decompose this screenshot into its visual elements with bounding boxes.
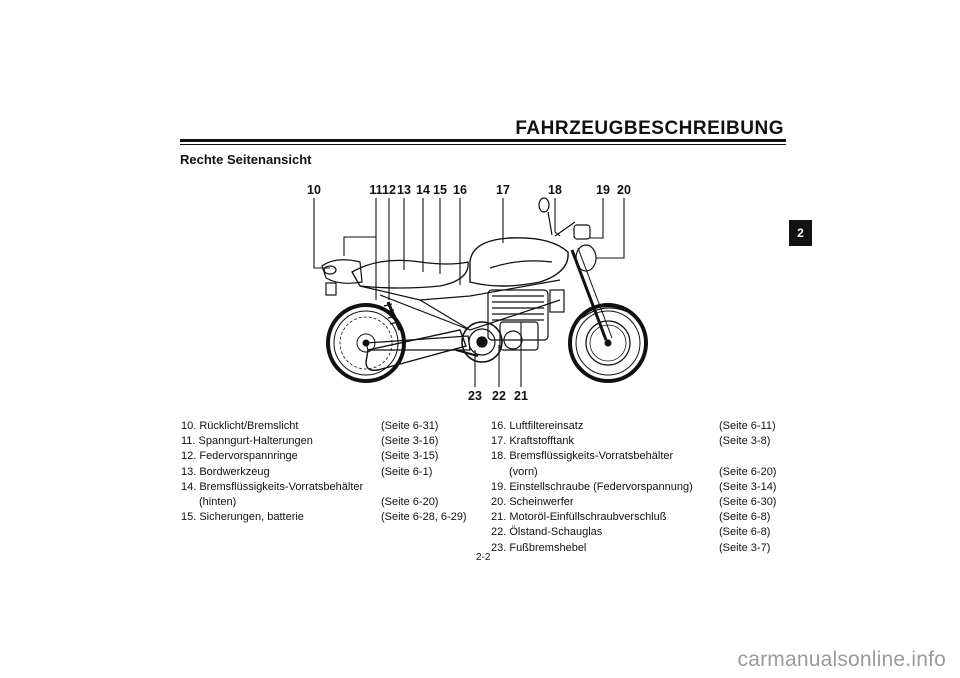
- legend-label: 17. Kraftstofftank: [491, 435, 574, 448]
- legend-item: 18. Bremsflüssigkeits-Vorratsbehälter: [491, 449, 781, 464]
- legend-label: (hinten): [199, 495, 237, 508]
- legend-item: (hinten) (Seite 6-20): [181, 495, 471, 510]
- legend-page-ref: (Seite 6-8): [719, 526, 771, 539]
- callout-12: 12: [382, 183, 396, 197]
- section-title: Rechte Seitenansicht: [180, 152, 312, 167]
- legend-page-ref: (Seite 3-16): [381, 435, 439, 448]
- leader-line-10: [313, 198, 330, 269]
- legend-item: 14. Bremsflüssigkeits-Vorratsbehälter: [181, 480, 471, 495]
- callout-14: 14: [416, 183, 430, 197]
- legend-label: 13. Bordwerkzeug: [181, 465, 270, 478]
- legend-item: 13. Bordwerkzeug (Seite 6-1): [181, 465, 471, 480]
- legend-page-ref: (Seite 6-11): [719, 420, 776, 432]
- leader-line-18: [554, 198, 561, 237]
- legend-left: 10. Rücklicht/Bremslicht (Seite 6-31) 11…: [181, 419, 471, 525]
- motorcycle-illustration: [313, 197, 648, 387]
- legend-page-ref: (Seite 6-30): [719, 495, 777, 508]
- legend-label: 11. Spanngurt-Halterungen: [181, 435, 313, 448]
- header-rule: [180, 139, 786, 142]
- legend-label: 22. Ölstand-Schauglas: [491, 526, 603, 539]
- callout-20: 20: [617, 183, 631, 197]
- legend-page-ref: (Seite 6-8): [719, 511, 771, 524]
- legend-item: (vorn) (Seite 6-20): [491, 465, 781, 480]
- page-header-title: FAHRZEUGBESCHREIBUNG: [515, 118, 784, 139]
- legend-item: 10. Rücklicht/Bremslicht (Seite 6-31): [181, 419, 471, 434]
- legend-page-ref: (Seite 3-7): [719, 541, 771, 554]
- callout-23: 23: [468, 389, 482, 403]
- watermark[interactable]: carmanualsonline.info: [737, 648, 946, 671]
- legend-item: 23. Fußbremshebel (Seite 3-7): [491, 541, 781, 556]
- legend-item: 12. Federvorspannringe (Seite 3-15): [181, 449, 471, 464]
- legend-label: 18. Bremsflüssigkeits-Vorratsbehälter: [491, 450, 674, 463]
- legend-page-ref: (Seite 6-20): [381, 495, 439, 508]
- legend-item: 16. Luftfiltereinsatz (Seite 6-11): [491, 419, 781, 434]
- leader-line-20: [596, 198, 625, 259]
- leader-line-11-bracket: [343, 236, 376, 256]
- legend-page-ref: (Seite 3-14): [719, 480, 777, 493]
- callout-22: 22: [492, 389, 506, 403]
- callout-16: 16: [453, 183, 467, 197]
- legend-page-ref: (Seite 3-15): [381, 450, 439, 463]
- legend-label: (vorn): [509, 465, 538, 478]
- legend-label: 19. Einstellschraube (Federvorspannung): [491, 480, 693, 493]
- legend-item: 15. Sicherungen, batterie (Seite 6-28, 6…: [181, 510, 471, 525]
- front-wheel: [568, 303, 648, 383]
- leader-line-19: [590, 198, 604, 239]
- callout-13: 13: [397, 183, 411, 197]
- callout-11: 11: [369, 183, 383, 197]
- legend-label: 20. Scheinwerfer: [491, 495, 574, 508]
- legend-label: 10. Rücklicht/Bremslicht: [181, 420, 299, 432]
- legend-item: 11. Spanngurt-Halterungen (Seite 3-16): [181, 434, 471, 449]
- callout-19: 19: [596, 183, 610, 197]
- legend-label: 14. Bremsflüssigkeits-Vorratsbehälter: [181, 480, 364, 493]
- legend-label: 21. Motoröl-Einfüllschraubverschluß: [491, 511, 667, 524]
- legend-page-ref: (Seite 6-28, 6-29): [381, 511, 467, 524]
- chapter-tab[interactable]: 2: [789, 220, 812, 246]
- callout-18: 18: [548, 183, 562, 197]
- legend-item: 17. Kraftstofftank (Seite 3-8): [491, 434, 781, 449]
- legend-label: 15. Sicherungen, batterie: [181, 511, 304, 524]
- header-rule-thin: [180, 144, 786, 145]
- page-number: 2-2: [476, 552, 491, 563]
- legend-item: 20. Scheinwerfer (Seite 6-30): [491, 495, 781, 510]
- legend-page-ref: (Seite 3-8): [719, 435, 771, 448]
- legend-item: 21. Motoröl-Einfüllschraubverschluß (Sei…: [491, 510, 781, 525]
- legend-page-ref: (Seite 6-31): [381, 420, 439, 432]
- legend-item: 19. Einstellschraube (Federvorspannung) …: [491, 480, 781, 495]
- legend-right: 16. Luftfiltereinsatz (Seite 6-11) 17. K…: [491, 419, 781, 556]
- callout-21: 21: [514, 389, 528, 403]
- callout-15: 15: [433, 183, 447, 197]
- callout-10: 10: [307, 183, 321, 197]
- legend-page-ref: (Seite 6-1): [381, 465, 433, 478]
- legend-label: 12. Federvorspannringe: [181, 450, 298, 463]
- legend-label: 16. Luftfiltereinsatz: [491, 420, 584, 432]
- legend-label: 23. Fußbremshebel: [491, 541, 587, 554]
- legend-page-ref: (Seite 6-20): [719, 465, 777, 478]
- legend-item: 22. Ölstand-Schauglas (Seite 6-8): [491, 525, 781, 540]
- callout-17: 17: [496, 183, 510, 197]
